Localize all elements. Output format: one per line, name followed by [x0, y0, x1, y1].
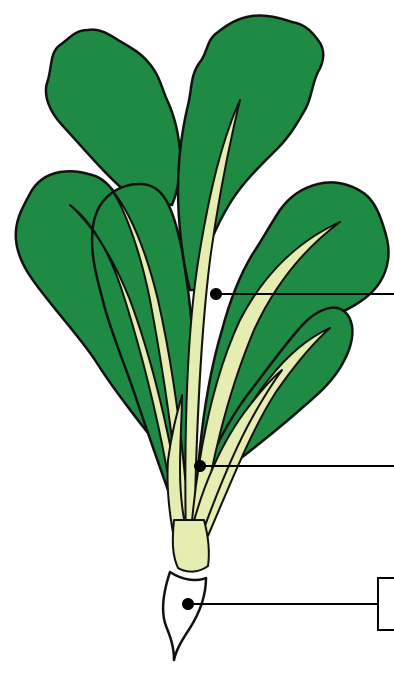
callout-root-bracket: [378, 578, 394, 630]
callout-stalk-dot: [194, 460, 206, 472]
callout-leaf-dot: [210, 288, 222, 300]
callout-root: [182, 578, 394, 630]
root: [163, 572, 206, 660]
stalk-crown: [173, 520, 209, 572]
callout-root-dot: [182, 598, 194, 610]
